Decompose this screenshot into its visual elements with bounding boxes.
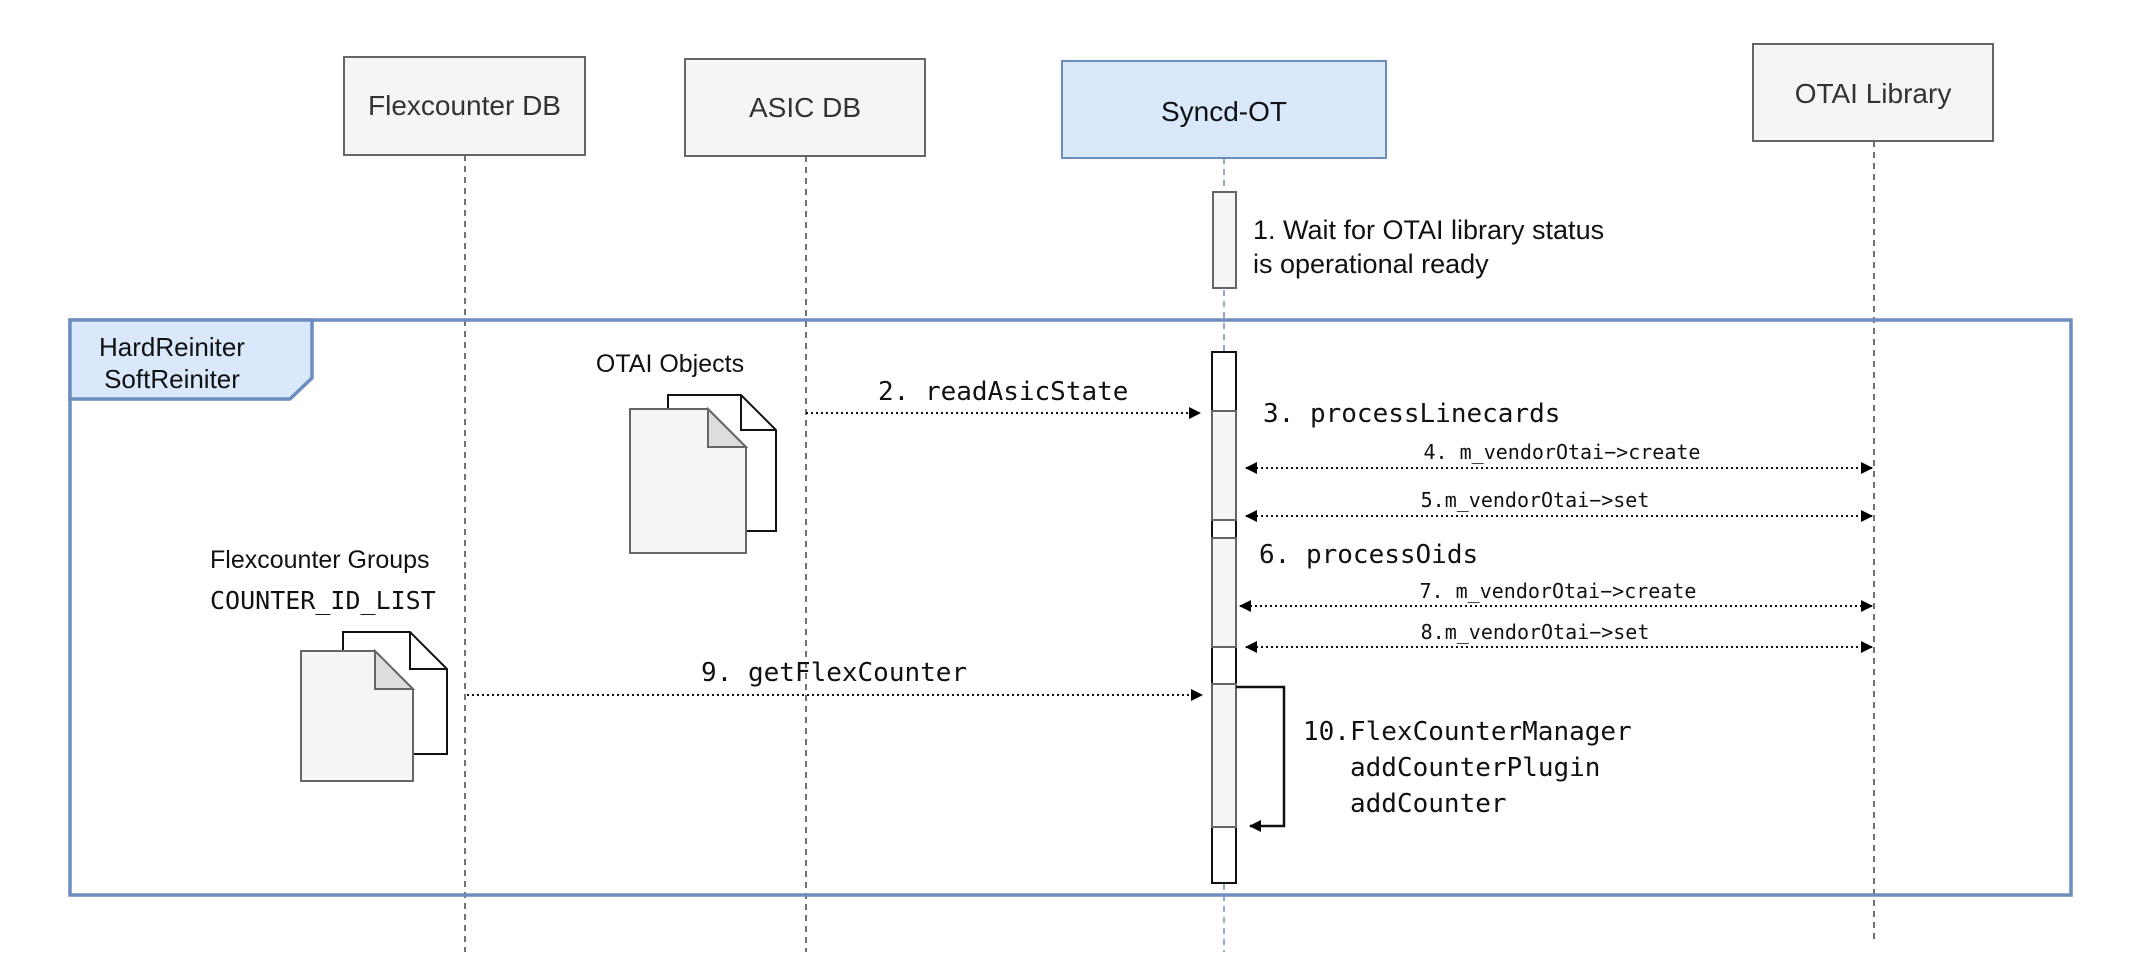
message-6-label: 6. processOids (1259, 540, 1478, 570)
activation-process-oids (1211, 537, 1237, 648)
flexcounter-groups-label: Flexcounter Groups (210, 546, 430, 574)
note-wait-line2: is operational ready (1253, 249, 1489, 279)
message-10-label-line1: 10.FlexCounterManager (1303, 717, 1632, 747)
participant-syncd-ot[interactable]: Syncd-OT (1061, 60, 1387, 159)
participant-otai-library[interactable]: OTAI Library (1752, 43, 1994, 142)
frame-label-tab (68, 318, 314, 401)
frame-label-line1: HardReiniter (99, 332, 245, 362)
participant-otai-library-label: OTAI Library (1795, 78, 1952, 109)
message-5-label: 5.m_vendorOtai−>set (1421, 488, 1650, 512)
participant-flexcounter-db-label: Flexcounter DB (368, 90, 561, 121)
participant-flexcounter-db[interactable]: Flexcounter DB (343, 56, 586, 156)
message-3-label: 3. processLinecards (1263, 399, 1560, 429)
activation-wait (1212, 191, 1237, 289)
message-4-label: 4. m_vendorOtai−>create (1424, 440, 1701, 464)
flexcounter-groups-document-icon (300, 631, 448, 782)
participant-syncd-ot-label: Syncd-OT (1161, 96, 1287, 127)
frame-label-line2: SoftReiniter (104, 364, 240, 394)
message-10-self-arrow (1236, 685, 1286, 832)
note-wait-line1: 1. Wait for OTAI library status (1253, 215, 1604, 245)
counter-id-list-label: COUNTER_ID_LIST (210, 586, 436, 615)
activation-process-linecards (1211, 410, 1237, 521)
message-7-label: 7. m_vendorOtai−>create (1420, 579, 1697, 603)
message-10-label-line2: addCounterPlugin (1350, 753, 1600, 783)
message-8-label: 8.m_vendorOtai−>set (1421, 620, 1650, 644)
message-2-label: 2. readAsicState (878, 377, 1128, 407)
activation-flexcounter-manager (1211, 683, 1237, 828)
message-10-label-line3: addCounter (1350, 789, 1507, 819)
message-9-label: 9. getFlexCounter (701, 658, 967, 688)
participant-asic-db[interactable]: ASIC DB (684, 58, 926, 157)
reiniter-frame: HardReiniter SoftReiniter (68, 318, 2073, 897)
participant-asic-db-label: ASIC DB (749, 92, 861, 123)
otai-objects-label: OTAI Objects (596, 350, 744, 378)
otai-objects-document-icon (629, 394, 777, 554)
